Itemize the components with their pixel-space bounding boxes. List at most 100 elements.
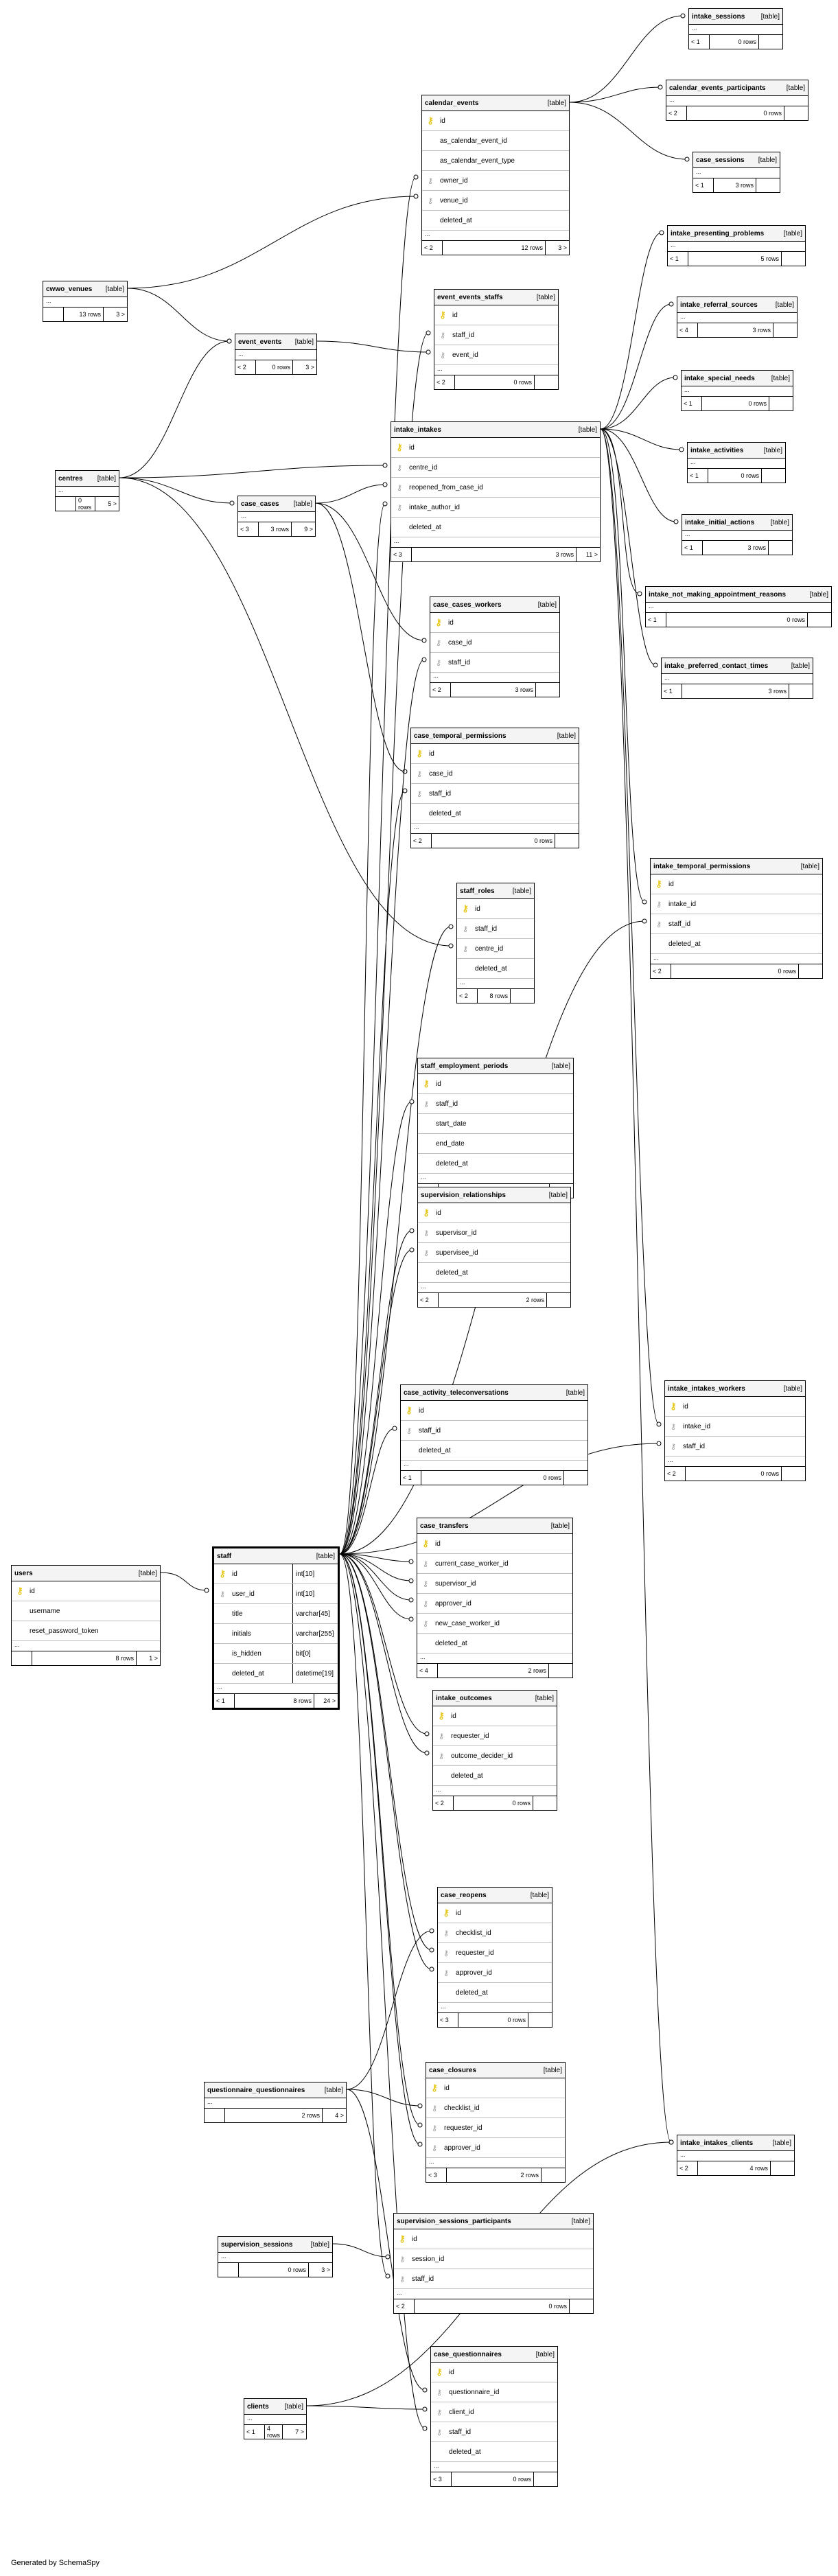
table-name[interactable]: intake_temporal_permissions bbox=[653, 862, 751, 870]
column-row[interactable]: deleted_at bbox=[651, 934, 822, 954]
column-row[interactable]: ⚷centre_id bbox=[457, 939, 534, 959]
column-row[interactable]: ⚷staff_id bbox=[665, 1437, 805, 1457]
column-row[interactable]: ⚷session_id bbox=[394, 2249, 593, 2269]
table-name[interactable]: users bbox=[14, 1569, 33, 1577]
parent-count-link[interactable]: < 1 bbox=[682, 397, 702, 410]
column-row[interactable]: ⚷id bbox=[394, 2229, 593, 2249]
table-name[interactable]: case_reopens bbox=[441, 1891, 487, 1899]
table-name[interactable]: case_cases bbox=[241, 500, 279, 508]
parent-count-link[interactable]: < 1 bbox=[646, 613, 666, 627]
child-count-link[interactable]: 3 > bbox=[116, 311, 125, 318]
column-row[interactable]: deleted_at bbox=[433, 1766, 557, 1786]
column-row[interactable]: ⚷staff_id bbox=[431, 2422, 557, 2442]
column-row[interactable]: ⚷event_id bbox=[434, 345, 558, 365]
parent-count-link[interactable]: < 4 bbox=[677, 323, 698, 337]
column-row[interactable]: ⚷reopened_from_case_id bbox=[391, 478, 600, 498]
table-staff-roles[interactable]: staff_roles[table]⚷id⚷staff_id⚷centre_id… bbox=[456, 883, 535, 1003]
child-count-link[interactable]: 11 > bbox=[585, 551, 598, 558]
table-name[interactable]: intake_activities bbox=[690, 446, 744, 454]
column-row[interactable]: ⚷staff_id bbox=[457, 919, 534, 939]
parent-count-link[interactable] bbox=[205, 2109, 225, 2122]
child-count-link[interactable] bbox=[769, 397, 793, 410]
child-count-link[interactable] bbox=[535, 375, 558, 389]
child-count-link[interactable] bbox=[759, 35, 782, 49]
column-row[interactable]: deleted_at bbox=[401, 1441, 587, 1461]
parent-count-link[interactable]: < 2 bbox=[651, 964, 671, 978]
column-row[interactable]: ⚷supervisee_id bbox=[418, 1243, 570, 1263]
parent-count-link[interactable]: < 1 bbox=[689, 35, 710, 49]
table-intake-preferred-contact-times[interactable]: intake_preferred_contact_times[table]...… bbox=[661, 658, 813, 699]
table-name[interactable]: intake_special_needs bbox=[684, 374, 755, 382]
table-name[interactable]: intake_intakes_workers bbox=[668, 1384, 745, 1393]
table-name[interactable]: case_activity_teleconversations bbox=[404, 1389, 509, 1397]
table-name[interactable]: supervision_sessions_participants bbox=[397, 2217, 511, 2225]
parent-count-link[interactable]: < 1 bbox=[682, 541, 703, 555]
child-count-link[interactable] bbox=[789, 684, 813, 698]
column-row[interactable]: ⚷intake_id bbox=[651, 894, 822, 914]
column-row[interactable]: ⚷id bbox=[422, 111, 569, 131]
column-row[interactable]: ⚷supervisor_id bbox=[417, 1574, 572, 1594]
column-row[interactable]: ⚷client_id bbox=[431, 2402, 557, 2422]
parent-count-link[interactable]: < 2 bbox=[434, 375, 455, 389]
parent-count-link[interactable]: < 1 bbox=[401, 1471, 421, 1485]
column-row[interactable]: ⚷id bbox=[12, 1581, 160, 1601]
table-event-events-staffs[interactable]: event_events_staffs[table]⚷id⚷staff_id⚷e… bbox=[434, 289, 559, 390]
column-row[interactable]: start_date bbox=[418, 1114, 573, 1134]
column-row[interactable]: deleted_at bbox=[422, 211, 569, 231]
child-count-link[interactable]: 5 > bbox=[108, 500, 117, 507]
parent-count-link[interactable]: < 2 bbox=[411, 834, 432, 848]
parent-count-link[interactable]: < 1 bbox=[244, 2425, 265, 2439]
parent-count-link[interactable]: < 2 bbox=[666, 106, 687, 120]
column-row[interactable]: deleted_at bbox=[431, 2442, 557, 2462]
parent-count-link[interactable]: < 2 bbox=[418, 1293, 439, 1307]
column-row[interactable]: ⚷staff_id bbox=[401, 1421, 587, 1441]
child-count-link[interactable] bbox=[799, 964, 822, 978]
column-row[interactable]: deleted_at bbox=[411, 804, 579, 824]
child-count-link[interactable] bbox=[533, 1796, 557, 1810]
child-count-link[interactable] bbox=[570, 2299, 593, 2313]
table-name[interactable]: case_transfers bbox=[420, 1522, 469, 1530]
parent-count-link[interactable] bbox=[56, 497, 76, 511]
parent-count-link[interactable]: < 3 bbox=[238, 522, 259, 536]
child-count-link[interactable] bbox=[528, 2013, 552, 2027]
column-row[interactable]: ⚷id bbox=[431, 2363, 557, 2382]
column-row[interactable]: ⚷staff_id bbox=[394, 2269, 593, 2289]
table-questionnaire-questionnaires[interactable]: questionnaire_questionnaires[table]...2 … bbox=[204, 2082, 347, 2123]
column-row[interactable]: deleted_at bbox=[418, 1154, 573, 1174]
table-name[interactable]: intake_not_making_appointment_reasons bbox=[649, 590, 787, 599]
parent-count-link[interactable]: < 4 bbox=[417, 1664, 438, 1678]
column-row[interactable]: ⚷centre_id bbox=[391, 458, 600, 478]
column-row[interactable]: ⚷staff_id bbox=[430, 653, 559, 673]
column-row[interactable]: ⚷id bbox=[433, 1706, 557, 1726]
column-row[interactable]: reset_password_token bbox=[12, 1621, 160, 1641]
child-count-link[interactable] bbox=[769, 541, 792, 555]
table-intake-intakes[interactable]: intake_intakes[table]⚷id⚷centre_id⚷reope… bbox=[391, 421, 601, 562]
table-name[interactable]: case_questionnaires bbox=[434, 2350, 502, 2358]
table-name[interactable]: supervision_relationships bbox=[421, 1191, 506, 1199]
table-intake-outcomes[interactable]: intake_outcomes[table]⚷id⚷requester_id⚷o… bbox=[432, 1690, 557, 1811]
column-row[interactable]: ⚷new_case_worker_id bbox=[417, 1614, 572, 1634]
table-case-activity-teleconversations[interactable]: case_activity_teleconversations[table]⚷i… bbox=[400, 1384, 588, 1485]
table-case-questionnaires[interactable]: case_questionnaires[table]⚷id⚷questionna… bbox=[430, 2346, 558, 2487]
column-row[interactable]: ⚷id bbox=[417, 1534, 572, 1554]
column-row[interactable]: ⚷id bbox=[434, 305, 558, 325]
table-name[interactable]: staff bbox=[217, 1552, 232, 1560]
table-name[interactable]: staff_roles bbox=[460, 887, 495, 895]
table-case-reopens[interactable]: case_reopens[table]⚷id⚷checklist_id⚷requ… bbox=[437, 1887, 552, 2028]
table-name[interactable]: staff_employment_periods bbox=[421, 1062, 509, 1070]
column-row[interactable]: ⚷venue_id bbox=[422, 191, 569, 211]
table-name[interactable]: questionnaire_questionnaires bbox=[207, 2086, 305, 2094]
column-row[interactable]: deleted_at bbox=[418, 1263, 570, 1283]
